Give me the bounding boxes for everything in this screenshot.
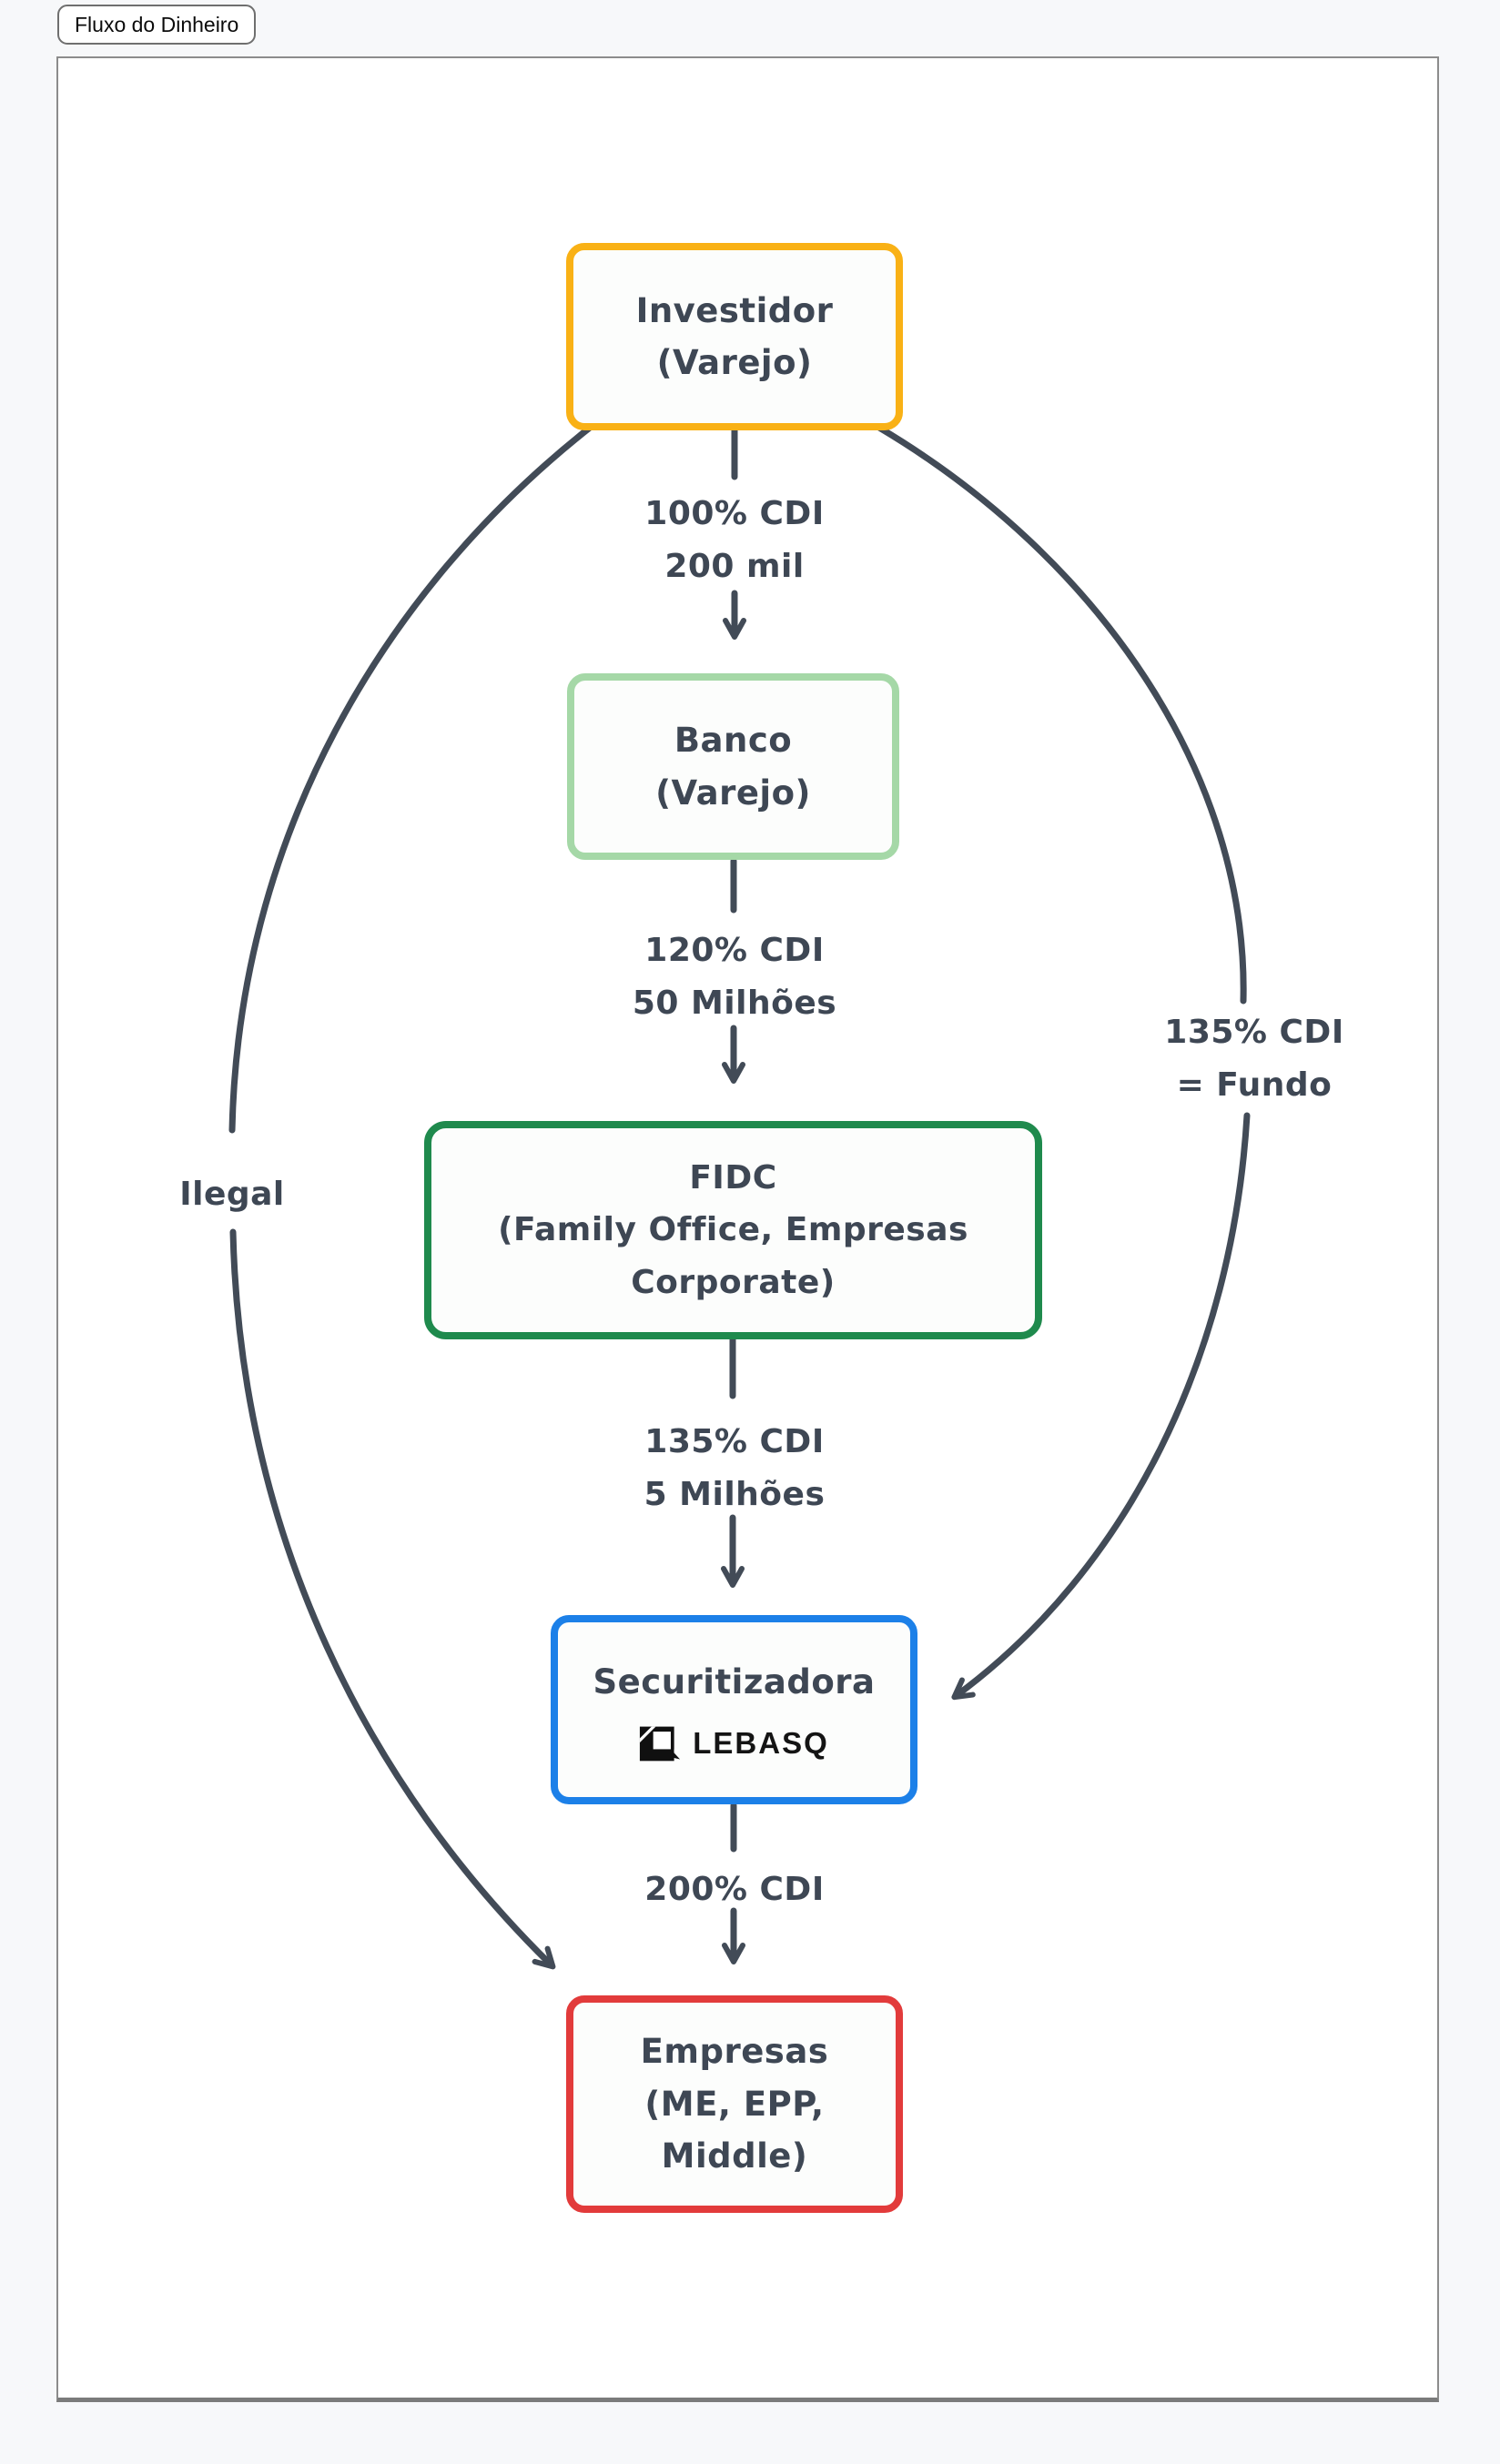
node-securitizadora-label: Securitizadora — [593, 1662, 876, 1702]
node-investidor[interactable]: Investidor (Varejo) — [566, 243, 903, 430]
lebasq-logo-text: LEBASQ — [693, 1725, 829, 1760]
node-empresas-label: Empresas (ME, EPP, Middle) — [640, 2032, 829, 2176]
node-fidc[interactable]: FIDC (Family Office, Empresas Corporate) — [424, 1121, 1042, 1339]
node-investidor-label: Investidor (Varejo) — [635, 290, 834, 382]
node-securitizadora[interactable]: Securitizadora LEBASQ — [551, 1615, 917, 1804]
edge-label-investidor-banco: 100% CDI 200 mil — [644, 495, 825, 586]
lebasq-logo: LEBASQ — [639, 1723, 829, 1763]
node-banco-label: Banco (Varejo) — [655, 721, 811, 813]
edge-label-fidc-securitizadora: 135% CDI 5 Milhões — [644, 1423, 826, 1514]
diagram-tab-label: Fluxo do Dinheiro — [75, 12, 239, 36]
edge-label-banco-fidc: 120% CDI 50 Milhões — [632, 932, 837, 1023]
diagram-tab[interactable]: Fluxo do Dinheiro — [57, 5, 257, 45]
edge-label-ilegal: Ilegal — [179, 1176, 285, 1213]
edge-label-securitizadora-empresas: 200% CDI — [644, 1871, 825, 1908]
edge-label-fundo: 135% CDI = Fundo — [1164, 1014, 1344, 1105]
node-empresas[interactable]: Empresas (ME, EPP, Middle) — [566, 1995, 903, 2213]
node-banco[interactable]: Banco (Varejo) — [567, 673, 899, 860]
node-fidc-label: FIDC (Family Office, Empresas Corporate) — [498, 1158, 968, 1301]
lebasq-logo-icon — [640, 1726, 681, 1761]
